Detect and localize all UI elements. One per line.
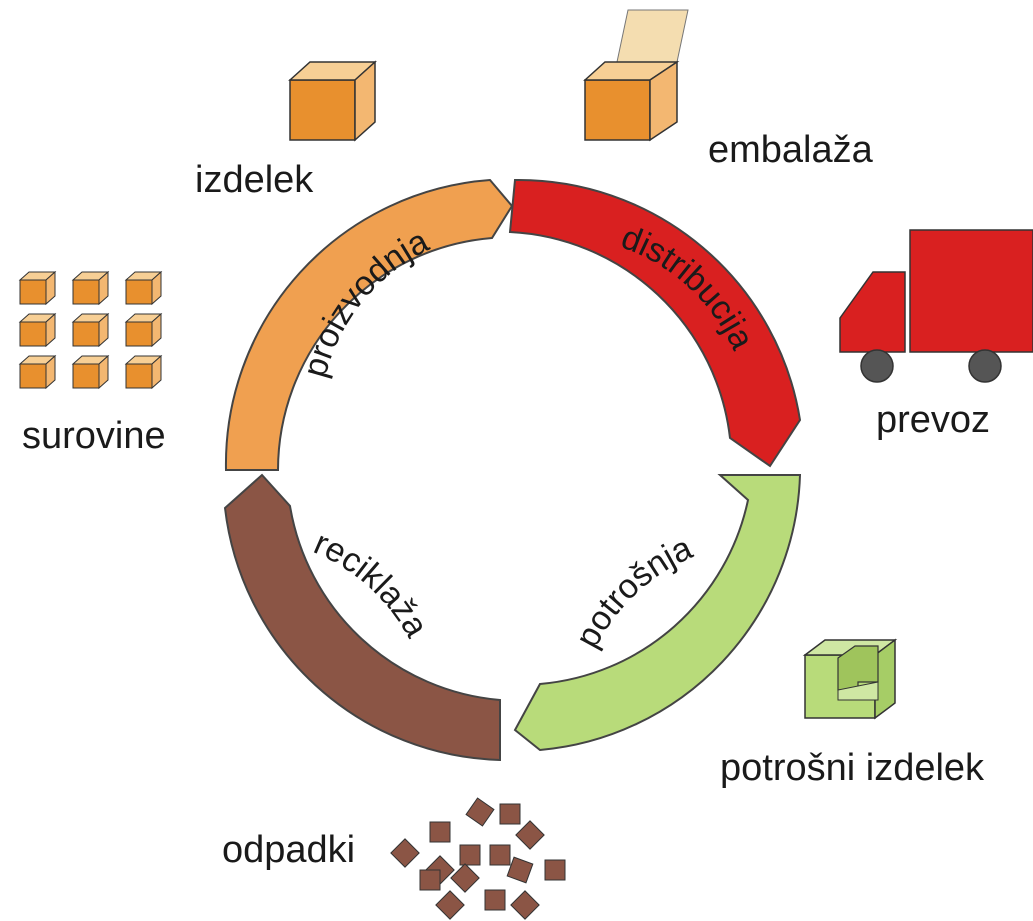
- waste-piece-icon: [499, 803, 521, 825]
- raw-cube-icon: [124, 354, 163, 390]
- raw-cube-icon: [71, 312, 110, 348]
- label-potrosni-izdelek: potrošni izdelek: [720, 747, 985, 789]
- label-odpadki: odpadki: [222, 829, 355, 871]
- waste-piece-icon: [450, 863, 480, 893]
- raw-cube-icon: [18, 312, 57, 348]
- raw-cube-icon: [71, 270, 110, 306]
- raw-cube-icon: [124, 312, 163, 348]
- waste-piece-icon: [435, 890, 465, 920]
- packaging-box-icon: [583, 9, 689, 142]
- label-embalaza: embalaža: [708, 129, 874, 171]
- product-box-icon: [288, 60, 377, 142]
- waste-piece-icon: [510, 890, 540, 920]
- waste-piece-icon: [419, 869, 441, 891]
- raw-materials-icon: [18, 270, 163, 390]
- waste-piece-icon: [484, 889, 506, 911]
- segment-proizvodnja-shape: [224, 178, 514, 471]
- segment-potrosnja: potrošnja: [513, 474, 802, 752]
- label-izdelek: izdelek: [195, 159, 314, 201]
- segment-distribucija-shape: [508, 178, 802, 468]
- waste-piece-icon: [429, 821, 451, 843]
- waste-piece-icon: [465, 797, 495, 827]
- segment-distribucija: distribucija: [508, 178, 802, 468]
- raw-cube-icon: [18, 270, 57, 306]
- truck-icon: [839, 229, 1033, 383]
- segment-proizvodnja: proizvodnja: [224, 178, 514, 471]
- waste-piece-icon: [506, 856, 534, 884]
- waste-piece-icon: [515, 820, 545, 850]
- label-surovine: surovine: [22, 415, 166, 457]
- label-prevoz: prevoz: [876, 399, 990, 441]
- raw-cube-icon: [71, 354, 110, 390]
- raw-cube-icon: [18, 354, 57, 390]
- waste-piece-icon: [459, 844, 481, 866]
- consumed-product-icon: [802, 638, 898, 720]
- waste-pieces-icon: [390, 797, 566, 920]
- segment-reciklaza-shape: [223, 473, 501, 762]
- waste-piece-icon: [489, 844, 511, 866]
- segment-potrosnja-shape: [513, 474, 802, 752]
- waste-piece-icon: [390, 838, 420, 868]
- segment-reciklaza: reciklaža: [223, 473, 501, 762]
- raw-cube-icon: [124, 270, 163, 306]
- waste-piece-icon: [544, 859, 566, 881]
